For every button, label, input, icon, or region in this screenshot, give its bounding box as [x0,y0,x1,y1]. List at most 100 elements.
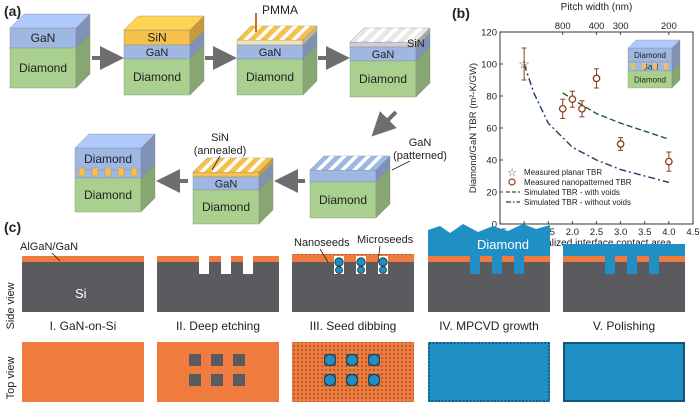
y-tick-label: 40 [486,156,497,167]
top-view-gan [157,342,279,402]
layer-front [236,58,304,96]
stripe [356,28,375,42]
step-label: II. Deep etching [176,319,260,333]
legend-label: Measured planar TBR [524,168,602,177]
x-tick-label: 4.5 [686,227,699,238]
microseed [356,257,366,267]
step-label: V. Polishing [593,319,655,333]
microseed [357,266,365,274]
side-view-step-5 [563,244,685,312]
si-substrate [428,262,550,312]
y-tick-label: 120 [481,28,497,39]
x-tick-label: 3.5 [638,227,651,238]
inset-top [627,39,681,49]
si-substrate [22,262,144,312]
algan-pointer [51,252,61,262]
x-tick-label: 2.0 [566,227,579,238]
layer-label: Diamond [133,70,181,84]
tbr-chart: 0.51.01.52.02.53.03.54.04.50204060801001… [468,2,700,249]
top-view-diamond [428,342,550,402]
x-axis-title: Normalized interface contact area [522,238,672,249]
top-view-microseed [324,354,336,366]
algan-gan-label: AlGaN/GaN [20,241,78,253]
diamond-polished [563,244,685,256]
y-tick-label: 20 [486,188,497,199]
y-tick-label: 100 [481,60,497,71]
step-label: I. GaN-on-Si [50,319,117,333]
microseed [378,257,388,267]
inset-label: Diamond [634,76,666,85]
algan-gan-layer [563,256,685,262]
layer-front [236,39,304,46]
layer-front [123,58,191,96]
top-view-trench [189,354,201,366]
top-view-gan [22,342,144,402]
sin-annealed-label-2: (annealed) [194,145,247,157]
layer-side [140,163,156,213]
panel-b-label: (b) [452,5,470,21]
layer-side [375,167,391,219]
data-point [568,95,577,104]
top-view-microseed [346,374,358,386]
layer-side [302,44,318,96]
layer-front [9,47,77,89]
top-view-rough-edge [428,342,550,402]
stripe [340,156,359,170]
block-top [123,15,205,31]
side-view-label: Side view [5,282,17,329]
microseed [334,257,344,267]
diamond-fill [649,256,659,274]
diamond-overgrowth [428,224,550,256]
step-label: IV. MPCVD growth [439,319,539,333]
top-view-step-3 [292,342,414,402]
layer-side [189,44,205,96]
top-view-trench [233,354,245,366]
layer-front [74,177,142,213]
top-view-microseed [368,374,380,386]
microseeds-pointer [377,245,381,263]
stripe [364,156,383,170]
series-line [562,92,670,140]
layer-front [192,189,260,225]
si-substrate [563,262,685,312]
data-point [592,74,601,83]
stripe [380,28,399,42]
side-view-step-1 [22,256,144,312]
sin-annealed-pointer [211,155,221,171]
inset-pillar [664,63,668,69]
layer-label: Diamond [84,188,132,202]
panel-c-label: (c) [4,219,21,235]
nanoseeds-label: Nanoseeds [294,237,350,249]
data-point [558,104,567,113]
stripe [267,26,286,40]
layer-front [309,181,377,219]
series-line [523,63,670,184]
diamond-layer-label: Diamond [477,237,529,252]
block-top [9,13,91,29]
nanoseeds-pointer [319,248,329,263]
x-tick-label: 4.0 [662,227,675,238]
top-tick-label: 300 [613,21,629,32]
layer-label: GaN [259,47,282,59]
top-view-trench [189,374,201,386]
inset-pillar [631,63,635,69]
y-tick-label: 60 [486,124,497,135]
y-axis-title: Diamond/GaN TBR (m²-K/GW) [468,63,479,193]
diamond-fill [492,256,502,274]
gan-patterned-label-2: (patterned) [393,150,447,162]
pillar [78,167,86,177]
top-view-microseed [324,374,336,386]
inset-pillar [642,63,646,69]
layer-label: GaN [31,31,56,45]
trench [199,256,209,274]
layer-label: GaN [146,47,169,59]
y-tick-label: 0 [492,220,497,231]
stripe [247,158,266,172]
process-blocks: GaNDiamondSiNGaNDiamondGaNDiamondGaNDiam… [9,13,431,225]
